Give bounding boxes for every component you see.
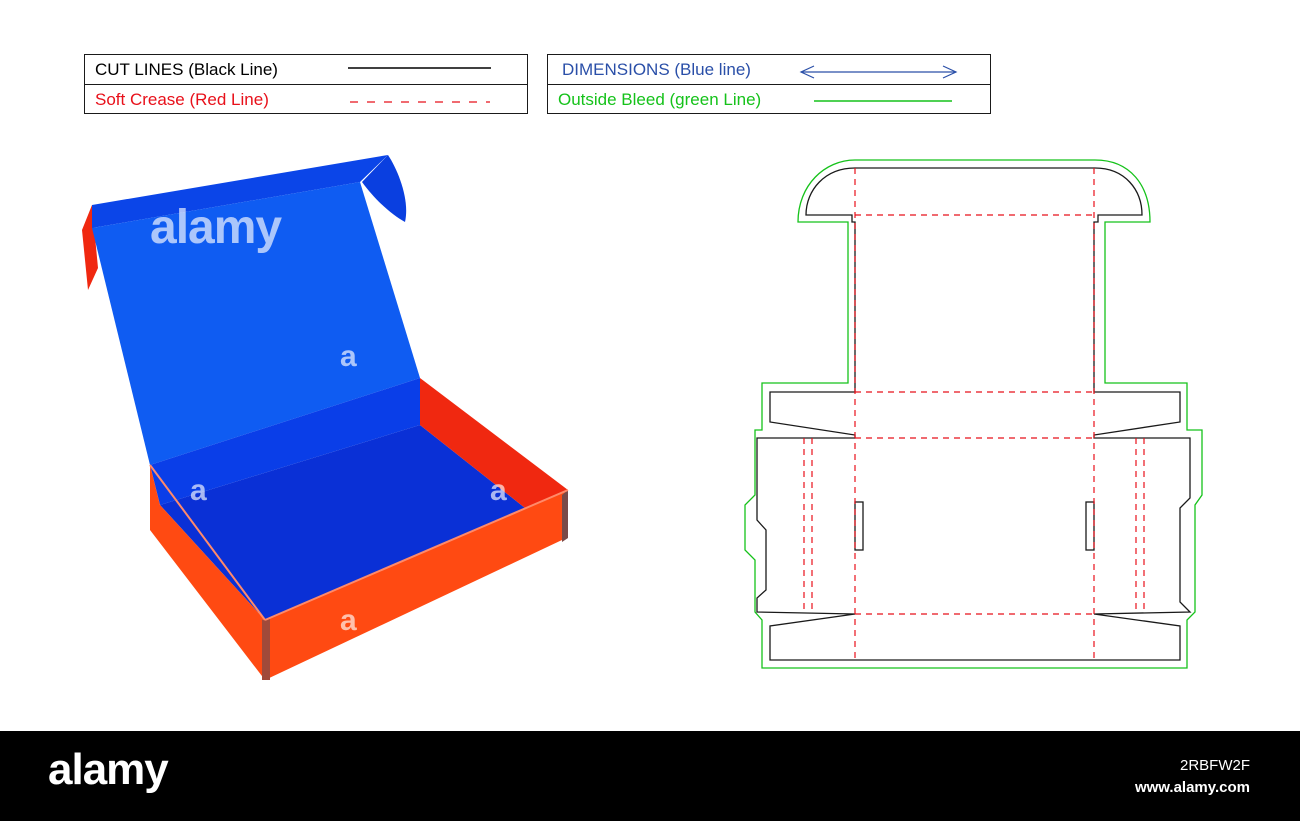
mailer-box-3d [82,155,569,680]
lock-slot-right [1085,501,1095,551]
watermark-letter-left-wall: a [190,474,207,507]
cut-line-sample [348,67,491,69]
legend-row-soft-crease: Soft Crease (Red Line) [85,84,527,113]
outside-bleed-outline [744,159,1203,669]
front-wall-edge [262,618,270,680]
dieline-template [744,159,1203,669]
dimensions-label: DIMENSIONS (Blue line) [562,60,751,79]
footer-url[interactable]: www.alamy.com [1134,779,1250,796]
soft-crease-label: Soft Crease (Red Line) [95,90,269,109]
footer-image-id: 2RBFW2F [1179,757,1250,774]
lock-slot-left [854,501,864,551]
watermark-letter-base: a [490,474,507,507]
right-wall-edge [562,490,568,542]
outside-bleed-sample [814,100,952,102]
cut-outline [756,167,1192,661]
legend-row-cut-lines: CUT LINES (Black Line) [85,55,527,84]
base-inner [160,425,525,620]
front-wall-outer [265,490,568,680]
lid-inner-panel [92,182,420,465]
outside-bleed-label: Outside Bleed (green Line) [558,90,762,109]
legend-row-dimensions: DIMENSIONS (Blue line) [548,55,990,84]
cut-lines-label: CUT LINES (Black Line) [95,60,278,79]
left-wall-outer [150,465,265,680]
watermark-letter-front-wall: a [340,604,357,637]
watermark-letter-lid: a [340,340,357,373]
legend-right: DIMENSIONS (Blue line) Outside Bleed (gr… [547,54,991,114]
back-wall-inner [150,378,420,505]
crease-lines [803,168,1145,660]
right-wall-inner [420,378,568,508]
legend-left: CUT LINES (Black Line) Soft Crease (Red … [84,54,528,114]
footer-bar: alamy 2RBFW2F www.alamy.com [0,731,1300,821]
legend-row-outside-bleed: Outside Bleed (green Line) [548,84,990,113]
watermark-brand: alamy [150,201,282,254]
dimension-arrow-sample [799,65,958,79]
soft-crease-sample [350,101,490,103]
footer-logo: alamy [48,745,169,794]
front-wall-top-edge [264,489,569,621]
lid-right-flap [362,155,407,222]
lid-top-edge [92,155,388,228]
left-wall-top-edge [149,464,266,621]
